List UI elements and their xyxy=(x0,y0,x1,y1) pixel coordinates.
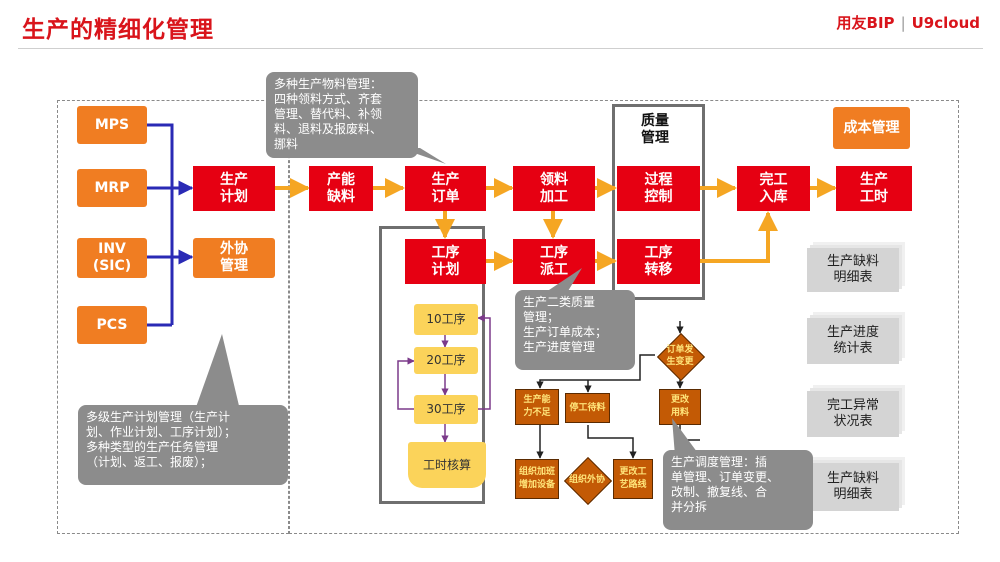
node-finish-stock-in: 完工 入库 xyxy=(737,166,810,211)
exception-change-route: 更改工 艺路线 xyxy=(613,459,653,499)
outsource-label: 组织外协 xyxy=(568,475,605,485)
node-issue-processing: 领料 加工 xyxy=(513,166,595,211)
order-change-label: 订单发 生变更 xyxy=(666,345,694,367)
title-divider xyxy=(18,48,983,49)
callout-dispatch-management: 生产调度管理：插 单管理、订单变更、 改制、撤复线、合 并分拆 xyxy=(663,450,813,530)
node-capacity-shortage: 产能 缺料 xyxy=(309,166,373,211)
report-completion-exception: 完工异常 状况表 xyxy=(807,391,899,437)
callout-plan-management: 多级生产计划管理（生产计 划、作业计划、工序计划）； 多种类型的生产任务管理 （… xyxy=(78,405,288,485)
node-operation-transfer: 工序 转移 xyxy=(617,239,700,284)
node-operation-plan: 工序 计划 xyxy=(405,239,486,284)
quality-management-label: 质量 管理 xyxy=(641,113,669,146)
report-shortage-detail-2: 生产缺料 明细表 xyxy=(807,463,899,511)
report-shortage-detail-1: 生产缺料 明细表 xyxy=(807,248,899,292)
node-cost-management: 成本管理 xyxy=(833,107,910,149)
decision-order-change: 订单发 生变更 xyxy=(656,332,706,382)
page-title: 生产的精细化管理 xyxy=(22,17,214,43)
operation-frame xyxy=(379,226,485,504)
exception-change-material: 更改 用料 xyxy=(659,389,701,425)
exception-capacity-short: 生产能 力不足 xyxy=(515,389,559,425)
exception-add-equipment: 组织加班 增加设备 xyxy=(515,459,559,499)
node-production-plan: 生产 计划 xyxy=(193,166,275,211)
input-pcs: PCS xyxy=(77,306,147,344)
node-process-control: 过程 控制 xyxy=(617,166,700,211)
exception-stop-wait: 停工待料 xyxy=(565,393,610,423)
node-labor-hours: 生产 工时 xyxy=(836,166,912,211)
brand-secondary: U9cloud xyxy=(911,14,980,32)
callout-quality-cost-progress: 生产二类质量 管理； 生产订单成本； 生产进度管理 xyxy=(515,290,635,370)
operation-step-30: 30工序 xyxy=(414,395,478,424)
quality-frame xyxy=(612,104,705,300)
input-mps: MPS xyxy=(77,106,147,144)
main-panel xyxy=(289,100,959,534)
operation-step-20: 20工序 xyxy=(414,347,478,374)
input-inv-sic: INV (SIC) xyxy=(77,238,147,278)
node-production-order: 生产 订单 xyxy=(405,166,486,211)
node-outsourcing: 外协 管理 xyxy=(193,238,275,278)
brand-logo: 用友BIP|U9cloud xyxy=(836,14,980,32)
operation-step-10: 10工序 xyxy=(414,304,478,335)
left-panel xyxy=(57,100,289,534)
node-operation-dispatch: 工序 派工 xyxy=(513,239,595,284)
brand-primary: 用友BIP xyxy=(836,14,895,32)
report-progress-stats: 生产进度 统计表 xyxy=(807,318,899,364)
input-mrp: MRP xyxy=(77,169,147,207)
callout-material-management: 多种生产物料管理： 四种领料方式、齐套 管理、替代料、补领 料、退料及报废料、 … xyxy=(266,72,418,158)
decision-outsource: 组织外协 xyxy=(563,456,613,506)
labor-accounting: 工时核算 xyxy=(408,442,486,488)
